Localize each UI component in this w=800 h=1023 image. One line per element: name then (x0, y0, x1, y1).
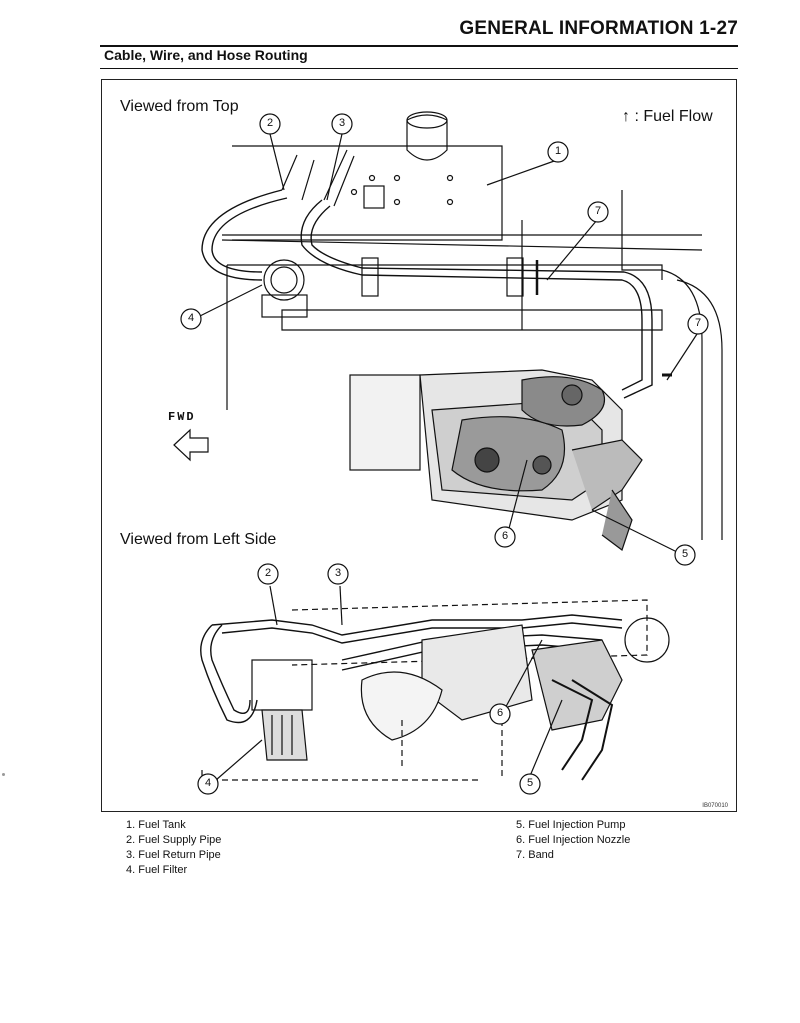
side-view-label: Viewed from Left Side (120, 531, 277, 548)
section-title: Cable, Wire, and Hose Routing (104, 47, 308, 63)
callout-labels: 2 3 1 7 4 7 6 5 2 3 6 4 5 (102, 80, 738, 813)
engine-cover (349, 374, 421, 471)
legend-item: 3. Fuel Return Pipe (126, 849, 221, 861)
callout-7b-top: 7 (695, 317, 702, 329)
fwd-label: FWD (168, 410, 196, 424)
callout-2-side: 2 (265, 567, 272, 579)
callout-4-top: 4 (188, 312, 195, 324)
fwd-arrow (173, 428, 209, 462)
callout-2-top: 2 (267, 117, 274, 129)
filler-neck (406, 114, 448, 161)
fuel-filter-top (263, 259, 305, 301)
tank-end (624, 617, 670, 663)
fuel-routing-figure: Viewed from Top ↑ : Fuel Flow FWD Viewed… (101, 79, 737, 812)
callout-3-side: 3 (335, 567, 342, 579)
callout-6-top: 6 (502, 530, 509, 542)
legend-item: 6. Fuel Injection Nozzle (516, 834, 631, 846)
scan-mark (2, 773, 5, 776)
callout-3-top: 3 (339, 117, 346, 129)
legend-left: 1. Fuel Tank 2. Fuel Supply Pipe 3. Fuel… (126, 818, 221, 878)
figure-id: IB070010 (702, 803, 728, 809)
legend-item: 7. Band (516, 849, 554, 861)
callout-6-side: 6 (497, 707, 504, 719)
callout-1-top: 1 (555, 145, 562, 157)
legend-item: 4. Fuel Filter (126, 864, 188, 876)
fuel-tank-outline (232, 145, 503, 241)
callout-4-side: 4 (205, 777, 212, 789)
page-header: GENERAL INFORMATION 1-27 Cable, Wire, an… (0, 0, 800, 70)
top-view-label: Viewed from Top (120, 98, 239, 115)
callout-5-side: 5 (527, 777, 534, 789)
page-title: GENERAL INFORMATION 1-27 (459, 18, 738, 39)
legend-item: 5. Fuel Injection Pump (516, 819, 626, 831)
fuel-routing-drawing (173, 111, 723, 795)
legend-right: 5. Fuel Injection Pump 6. Fuel Injection… (516, 818, 630, 863)
section-rule (100, 68, 738, 69)
callout-5-top: 5 (682, 548, 689, 560)
fuel-flow-legend: ↑ : Fuel Flow (622, 108, 713, 125)
legend-item: 2. Fuel Supply Pipe (126, 834, 222, 846)
header-rule (100, 45, 738, 47)
legend-item: 1. Fuel Tank (126, 819, 186, 831)
callout-7a-top: 7 (595, 205, 602, 217)
